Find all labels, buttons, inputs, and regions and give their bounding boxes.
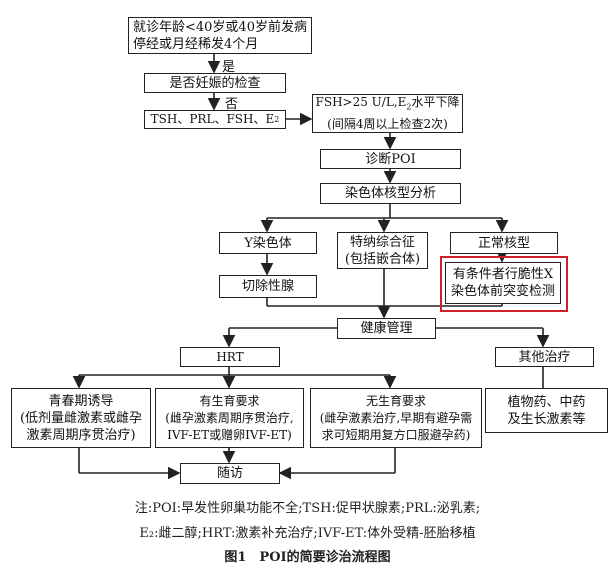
fsh-line1b: 水平下降 — [411, 95, 460, 110]
tests-sub: 2 — [274, 115, 280, 124]
turner-line1: 特纳综合征 — [349, 234, 415, 250]
puberty-induction-box: 青春期诱导 (低剂量雌激素或雌孕 激素周期序贯治疗) — [11, 388, 151, 448]
caption-note-line1: 注:POI:早发性卵巢功能不全;TSH:促甲状腺素;PRL:泌乳素; — [134, 501, 481, 516]
turner-line2: (包括嵌合体) — [344, 251, 421, 267]
puberty-line2: (低剂量雌激素或雌孕 — [19, 410, 143, 426]
follow-up-box: 随访 — [180, 463, 280, 484]
start-line2: 停经或月经稀发4个月 — [133, 36, 259, 52]
herbal-line2: 及生长激素等 — [507, 411, 586, 427]
y-chromosome-box: Y染色体 — [219, 232, 317, 254]
nofertile-line2: (雌孕激素治疗,早期有避孕需 — [319, 410, 473, 425]
turner-syndrome-box: 特纳综合征 (包括嵌合体) — [337, 232, 428, 269]
fragile-x-test-box: 有条件者行脆性X 染色体前突变检测 — [445, 262, 561, 304]
gonadectomy-box: 切除性腺 — [219, 275, 317, 298]
fsh-line2: (间隔4周以上检查2次) — [327, 116, 448, 131]
normal-karyotype-box: 正常核型 — [450, 232, 558, 254]
puberty-line3: 激素周期序贯治疗) — [26, 427, 136, 443]
no-label: 否 — [225, 97, 239, 112]
fragilex-line2: 染色体前突变检测 — [450, 284, 555, 299]
fsh-criteria-box: FSH>25 U/L,E2水平下降 (间隔4周以上检查2次) — [312, 94, 463, 133]
puberty-line1: 青春期诱导 — [48, 393, 114, 409]
diagnose-poi-box: 诊断POI — [320, 149, 461, 169]
karyotype-box: 染色体核型分析 — [320, 183, 461, 204]
start-criteria-box: 就诊年龄<40岁或40岁前发病 停经或月经稀发4个月 — [128, 17, 312, 54]
fertile-line3: IVF-ET或赠卵IVF-ET) — [167, 427, 292, 442]
caption-note-line2: E₂:雌二醇;HRT:激素补充治疗;IVF-ET:体外受精-胚胎移植 — [139, 526, 476, 541]
yes-label: 是 — [222, 60, 236, 75]
health-management-box: 健康管理 — [337, 318, 436, 339]
herbal-line1: 植物药、中药 — [507, 394, 586, 410]
highlight-frame — [440, 256, 568, 312]
fertile-line1: 有生育要求 — [199, 393, 260, 408]
hrt-box: HRT — [180, 347, 280, 367]
no-fertility-box: 无生育要求 (雌孕激素治疗,早期有避孕需 求可短期用复方口服避孕药) — [310, 388, 482, 448]
start-line1: 就诊年龄<40岁或40岁前发病 — [133, 19, 307, 35]
figure-title: 图1 POI的简要诊治流程图 — [224, 550, 391, 565]
fsh-line1a: FSH>25 U/L,E — [315, 95, 407, 110]
pregnancy-test-box: 是否妊娠的检查 — [144, 73, 286, 93]
tests-text: TSH、PRL、FSH、E — [150, 112, 275, 126]
fertility-desired-box: 有生育要求 (雌孕激素周期序贯治疗, IVF-ET或赠卵IVF-ET) — [155, 388, 304, 448]
nofertile-line1: 无生育要求 — [365, 393, 426, 408]
fsh-sub: 2 — [406, 102, 412, 112]
herbal-medicine-box: 植物药、中药 及生长激素等 — [485, 388, 608, 433]
nofertile-line3: 求可短期用复方口服避孕药) — [321, 427, 471, 442]
other-treatment-box: 其他治疗 — [495, 347, 594, 367]
fragilex-line1: 有条件者行脆性X — [452, 267, 554, 282]
fertile-line2: (雌孕激素周期序贯治疗, — [165, 410, 294, 425]
